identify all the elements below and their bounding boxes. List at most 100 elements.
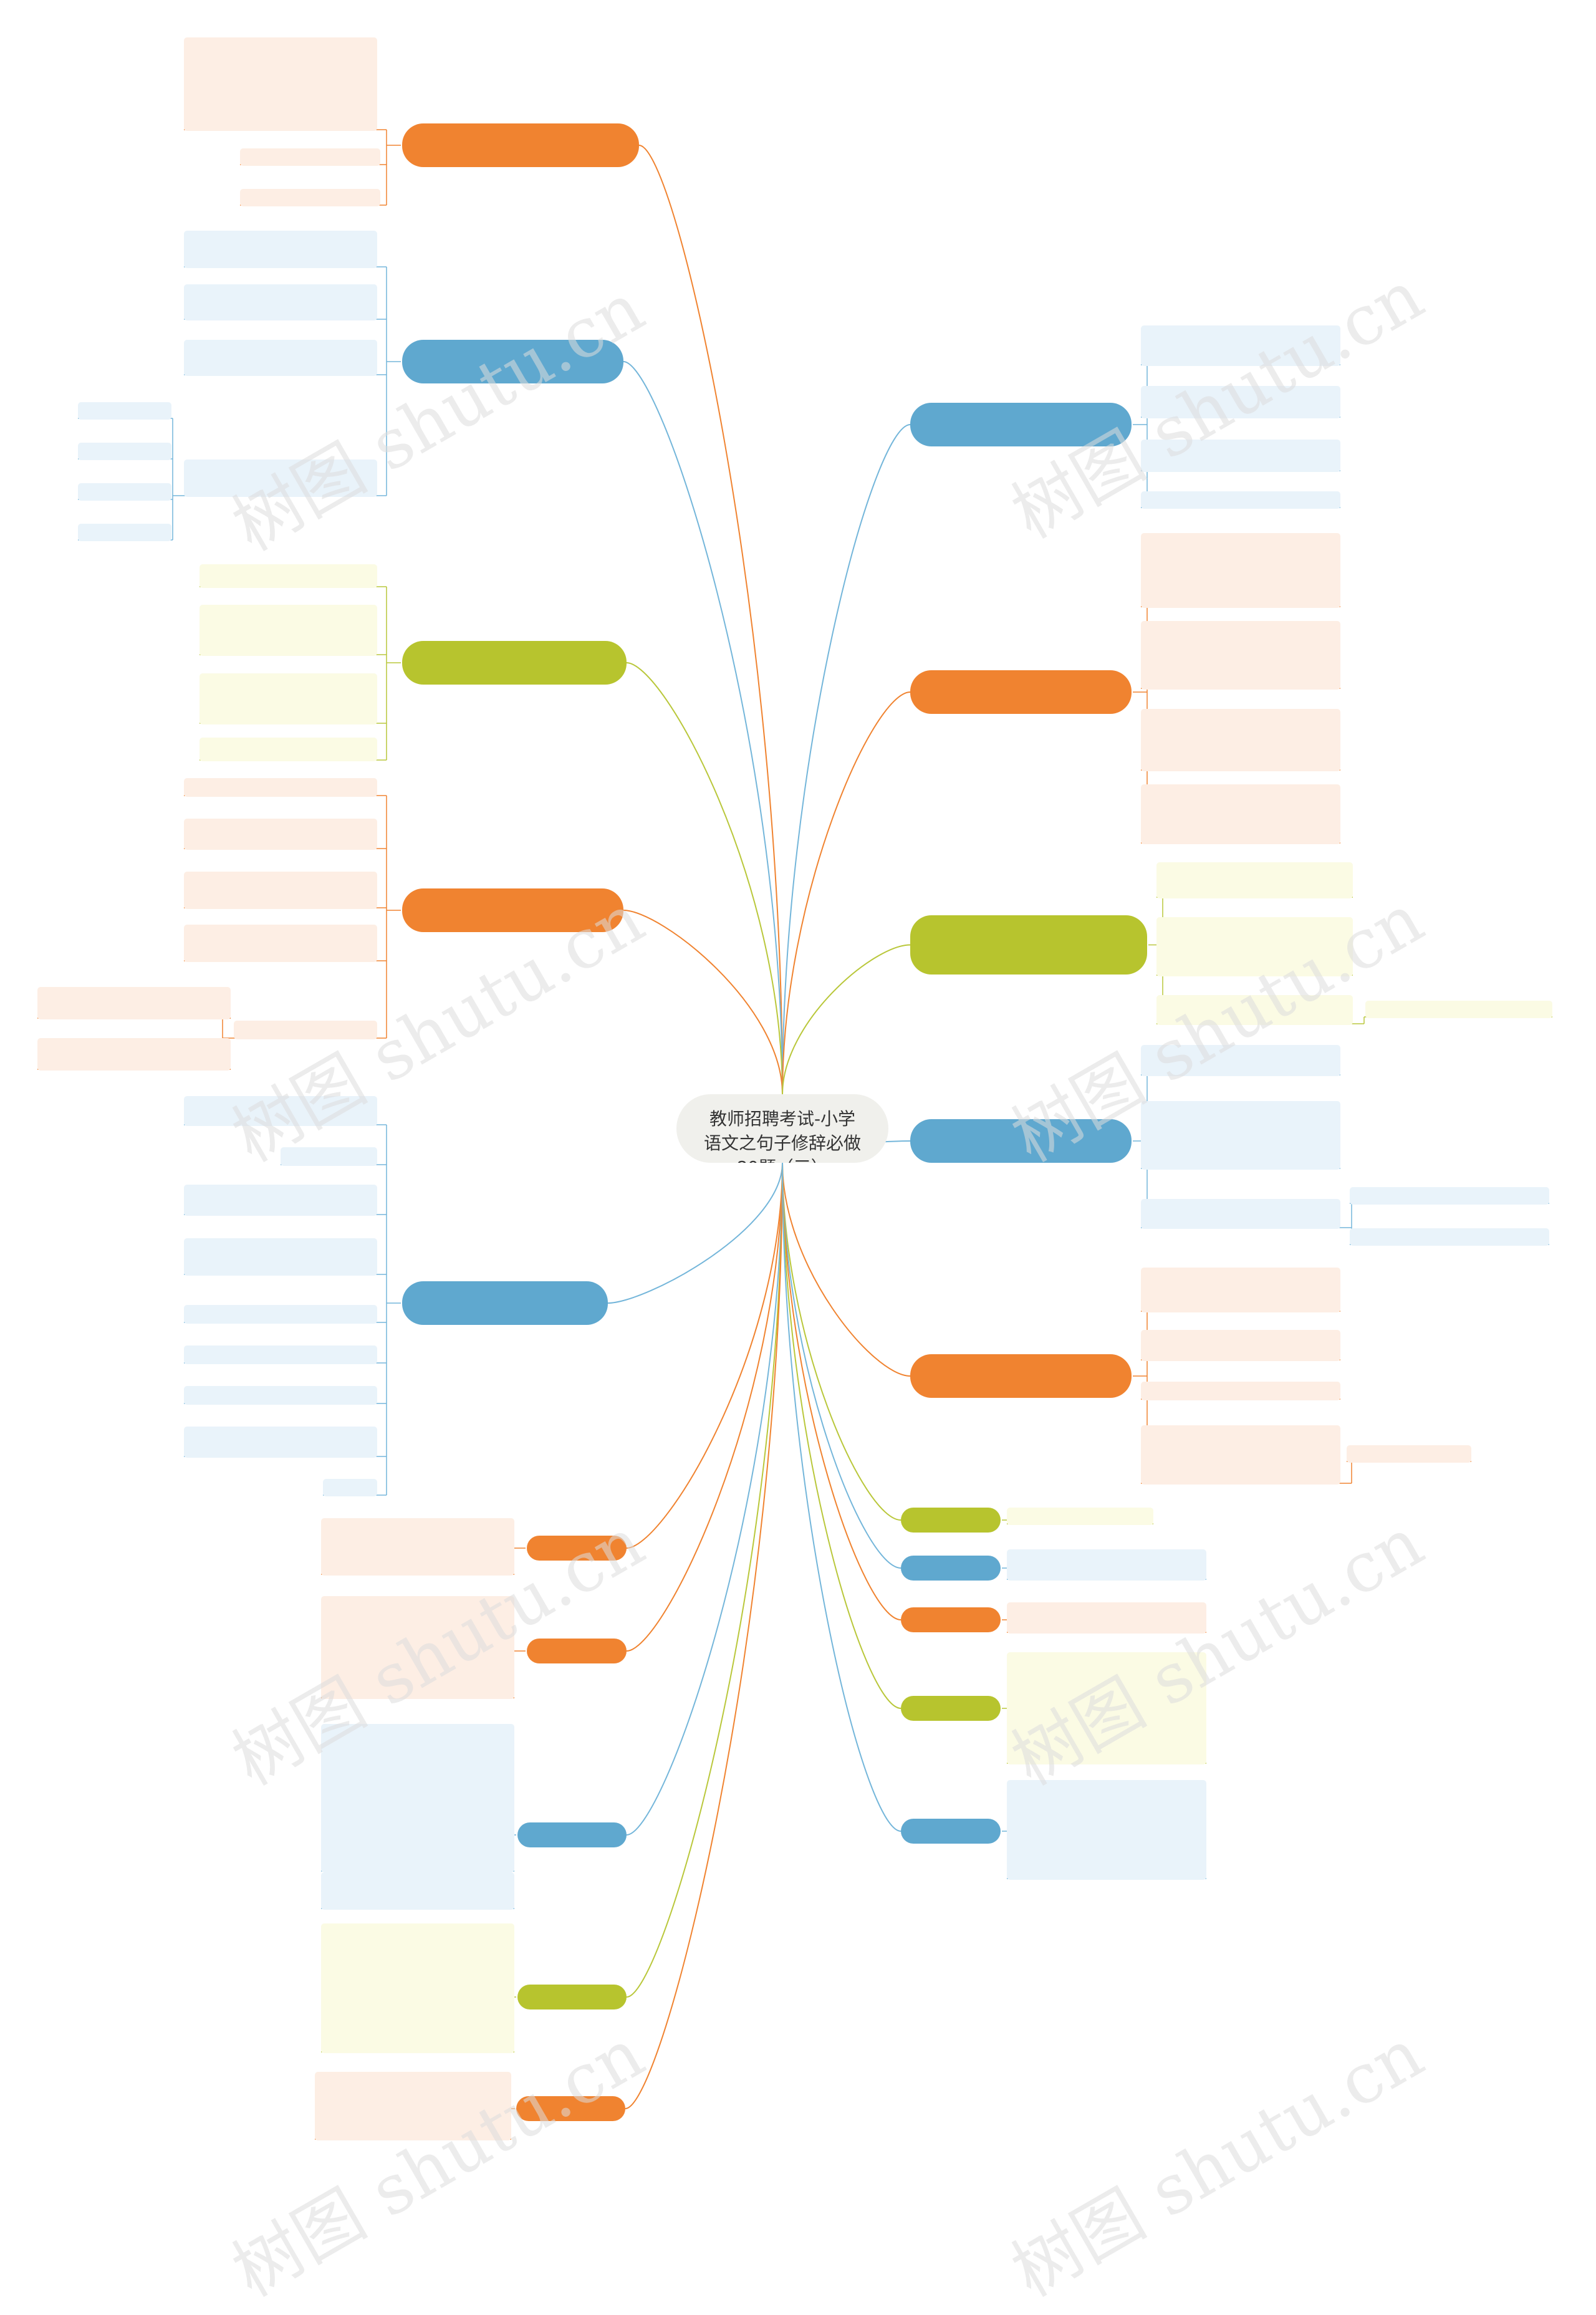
branch-topic[interactable] xyxy=(527,1536,627,1561)
leaf-text[interactable] xyxy=(1141,1045,1340,1076)
branch-topic[interactable] xyxy=(527,1639,627,1663)
connector-line xyxy=(782,1162,901,1569)
branch-topic[interactable] xyxy=(901,1819,1001,1844)
option-text[interactable] xyxy=(37,987,231,1019)
leaf-text[interactable] xyxy=(184,340,377,376)
option-text[interactable] xyxy=(78,524,171,541)
leaf-text[interactable] xyxy=(1141,1199,1340,1229)
branch-topic[interactable] xyxy=(910,1119,1132,1163)
option-text[interactable] xyxy=(1365,1001,1552,1018)
leaf-text[interactable] xyxy=(1007,1602,1206,1634)
leaf-text[interactable] xyxy=(1141,621,1340,690)
option-text[interactable] xyxy=(1350,1187,1549,1205)
leaf-text[interactable] xyxy=(1141,491,1340,509)
leaf-text[interactable] xyxy=(200,673,377,724)
connector-line xyxy=(782,1162,901,1832)
leaf-text[interactable] xyxy=(240,189,380,206)
leaf-text[interactable] xyxy=(184,1345,377,1364)
leaf-text[interactable] xyxy=(321,1724,514,1872)
leaf-text[interactable] xyxy=(1141,1268,1340,1312)
connector-line xyxy=(782,944,911,1095)
leaf-text[interactable] xyxy=(184,1096,377,1126)
leaf-text[interactable] xyxy=(1141,1382,1340,1400)
leaf-text[interactable] xyxy=(321,1923,514,2053)
connector-line xyxy=(782,424,911,1095)
leaf-text[interactable] xyxy=(234,1021,377,1039)
leaf-text[interactable] xyxy=(321,1518,514,1576)
connector-line xyxy=(607,1162,783,1304)
mind-map-connectors xyxy=(37,129,1552,2140)
branch-topic[interactable] xyxy=(910,915,1147,975)
connector-line xyxy=(782,1162,911,1377)
leaf-text[interactable] xyxy=(184,37,377,131)
leaf-text[interactable] xyxy=(184,1305,377,1324)
leaf-text[interactable] xyxy=(184,1238,377,1276)
leaf-text[interactable] xyxy=(281,1147,377,1166)
connector-line xyxy=(782,1162,901,1521)
option-text[interactable] xyxy=(1350,1228,1549,1246)
leaf-text[interactable] xyxy=(1141,1425,1340,1485)
branch-topic[interactable] xyxy=(910,670,1132,714)
branch-topic[interactable] xyxy=(402,641,627,685)
connector-line xyxy=(782,1162,901,1620)
connector-line xyxy=(638,145,783,1095)
leaf-text[interactable] xyxy=(1141,440,1340,472)
root-topic[interactable]: 教师招聘考试-小学语文之句子修辞必做80题（三） xyxy=(676,1094,888,1163)
leaf-text[interactable] xyxy=(1141,1101,1340,1170)
branch-topic[interactable] xyxy=(910,403,1132,446)
branch-topic[interactable] xyxy=(901,1607,1001,1632)
connector-line xyxy=(623,361,783,1095)
leaf-text[interactable] xyxy=(1007,1780,1206,1880)
branch-topic[interactable] xyxy=(910,1354,1132,1398)
leaf-text[interactable] xyxy=(200,564,377,588)
leaf-text[interactable] xyxy=(184,925,377,962)
leaf-text[interactable] xyxy=(321,1872,514,1910)
leaf-text[interactable] xyxy=(1141,1330,1340,1361)
option-text[interactable] xyxy=(78,402,171,420)
leaf-text[interactable] xyxy=(200,738,377,761)
option-text[interactable] xyxy=(78,483,171,501)
leaf-text[interactable] xyxy=(184,1386,377,1405)
watermark: 树图 shutu.cn xyxy=(999,2013,1436,2312)
leaf-text[interactable] xyxy=(200,605,377,656)
option-text[interactable] xyxy=(1347,1445,1471,1463)
leaf-text[interactable] xyxy=(184,778,377,797)
leaf-text[interactable] xyxy=(184,819,377,850)
leaf-text[interactable] xyxy=(184,231,377,268)
leaf-text[interactable] xyxy=(1007,1549,1206,1581)
leaf-text[interactable] xyxy=(315,2072,511,2140)
branch-topic[interactable] xyxy=(402,1281,608,1325)
leaf-text[interactable] xyxy=(1007,1508,1153,1525)
leaf-text[interactable] xyxy=(1141,533,1340,608)
leaf-text[interactable] xyxy=(184,1427,377,1458)
leaf-text[interactable] xyxy=(1156,917,1353,976)
leaf-text[interactable] xyxy=(1141,386,1340,418)
leaf-text[interactable] xyxy=(240,148,380,166)
leaf-text[interactable] xyxy=(1141,784,1340,844)
branch-topic[interactable] xyxy=(402,888,623,932)
branch-topic[interactable] xyxy=(517,1822,627,1847)
leaf-text[interactable] xyxy=(321,1596,514,1699)
option-text[interactable] xyxy=(78,443,171,460)
connector-line xyxy=(626,662,783,1095)
option-text[interactable] xyxy=(37,1038,231,1071)
connector-line xyxy=(782,1162,901,1709)
leaf-text[interactable] xyxy=(184,872,377,909)
branch-topic[interactable] xyxy=(901,1508,1001,1533)
connector-line xyxy=(626,1162,783,1998)
branch-topic[interactable] xyxy=(402,123,639,167)
leaf-text[interactable] xyxy=(184,284,377,320)
leaf-text[interactable] xyxy=(1141,325,1340,366)
leaf-text[interactable] xyxy=(1156,995,1353,1025)
leaf-text[interactable] xyxy=(184,460,377,497)
branch-topic[interactable] xyxy=(516,2096,625,2121)
branch-topic[interactable] xyxy=(402,340,623,383)
leaf-text[interactable] xyxy=(184,1185,377,1216)
leaf-text[interactable] xyxy=(1007,1652,1206,1764)
branch-topic[interactable] xyxy=(517,1985,627,2009)
leaf-text[interactable] xyxy=(323,1479,377,1496)
leaf-text[interactable] xyxy=(1156,862,1353,898)
leaf-text[interactable] xyxy=(1141,709,1340,771)
branch-topic[interactable] xyxy=(901,1556,1001,1581)
branch-topic[interactable] xyxy=(901,1696,1001,1721)
